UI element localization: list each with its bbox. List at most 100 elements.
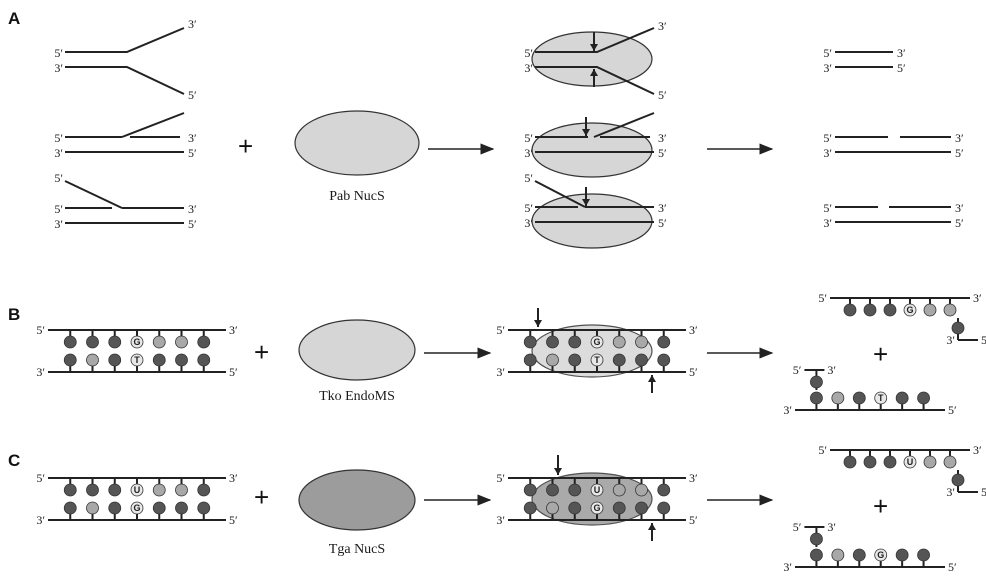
c-substrate-top-base-6: [197, 483, 211, 497]
c-substrate-top-base-2: [108, 483, 122, 497]
complex-fork-bottom: [535, 66, 655, 95]
c-complex-top-3: 3′: [689, 471, 698, 485]
complex-fork-5b: 5′: [658, 88, 667, 102]
b-complex-cut-top: [534, 308, 542, 327]
substrate-splayed-5a: 5′: [54, 131, 63, 145]
b-substrate-bottom-base-6: [197, 353, 211, 367]
panel-a-plus: +: [238, 131, 253, 161]
c-substrate-bottom-base-2: [108, 501, 122, 515]
product-fork-3b: 3′: [897, 46, 906, 60]
c-substrate-top-3: 3′: [229, 471, 238, 485]
substrate-fork-top-3: 3′: [188, 17, 197, 31]
b-complex-cut-bottom: [648, 375, 656, 393]
c-complex-bottom-base-5: [635, 501, 648, 515]
b-complex-top-base-4: [612, 335, 626, 349]
substrate-fork-bottom-5: 5′: [188, 88, 197, 102]
substrate-5flap-5a: 5′: [54, 202, 63, 216]
b-substrate-bottom-3: 3′: [36, 365, 45, 379]
c-products-upper-tail-5: 5′: [981, 485, 986, 499]
c-complex-top-base-4: [612, 483, 626, 497]
c-products-upper-tail-3: 3′: [946, 485, 955, 499]
b-complex-bottom-base-0: [523, 353, 537, 367]
b-complex-bottom-base-1: [546, 353, 559, 367]
b-substrate-top-base-5: [175, 335, 188, 349]
b-complex-top-base-2: [568, 335, 582, 349]
c-products-lower-base-5: [917, 548, 930, 562]
c-complex-bottom-base-2: [568, 501, 582, 515]
b-products-upper-tail-base: [951, 321, 965, 335]
substrate-fork-bottom-3: 3′: [54, 61, 63, 75]
b-substrate-bottom-base-3-letter: T: [134, 355, 140, 365]
b-complex-top-base-3-letter: G: [593, 337, 600, 347]
c-products-lower-5: 5′: [948, 560, 957, 574]
panel-b-products-plus: +: [873, 339, 888, 369]
c-complex-bottom-base-3: [590, 501, 604, 515]
panel-b-complex: 5′3′3′5′GT: [496, 308, 698, 393]
b-substrate-top-5: 5′: [36, 323, 45, 337]
c-products-upper-5: 5′: [818, 443, 827, 457]
panel-c-substrate: 5′3′3′5′UG: [36, 471, 238, 527]
panel-a-complexes: 5′3′3′5′5′3′3′5′5′5′3′3′5′: [524, 19, 667, 249]
complex-splayed-5a: 5′: [524, 131, 533, 145]
c-complex-top-base-0: [523, 483, 537, 497]
complex-splayed-enzyme: [531, 122, 653, 178]
c-substrate-top-base-3-letter: U: [134, 485, 141, 495]
c-complex-top-base-3-letter: U: [594, 485, 601, 495]
c-complex-enzyme: [531, 472, 653, 526]
product-5flap-3a: 3′: [823, 216, 832, 230]
panel-b: B 5′3′3′5′GT + Tko EndoMS 5′3′3′5′GT 5′3…: [8, 291, 986, 417]
complex-fork-3a: 3′: [524, 61, 533, 75]
b-products-lower-3: 3′: [783, 403, 792, 417]
b-products-lower-tail-base: [810, 375, 823, 389]
c-substrate-top-base-4: [152, 483, 166, 497]
c-products-upper-base-3: [903, 455, 917, 469]
c-products-upper-base-4: [923, 455, 937, 469]
panel-c-plus: +: [254, 482, 269, 512]
b-products-lower-tail-5: 5′: [793, 363, 802, 377]
c-substrate-top-5: 5′: [36, 471, 45, 485]
panel-c-label: C: [8, 451, 20, 470]
complex-5flap-cut-head: [582, 199, 590, 206]
b-complex-top-base-5: [635, 335, 648, 349]
b-products-upper-base-3-letter: G: [906, 305, 913, 315]
complex-splayed-3b: 3′: [658, 131, 667, 145]
c-complex-bottom-base-3-letter: G: [593, 503, 600, 513]
b-products-upper-base-2: [883, 303, 897, 317]
product-splayed-5b: 5′: [955, 146, 964, 160]
c-substrate-bottom-base-1: [86, 501, 99, 515]
complex-5flap-5a: 5′: [524, 201, 533, 215]
c-products-lower-tail-5: 5′: [793, 520, 802, 534]
complex-fork-top: [535, 27, 655, 53]
complex-fork-cut-top: [590, 32, 598, 51]
tko-endoms-enzyme: [298, 319, 416, 381]
product-splayed-3a: 3′: [823, 146, 832, 160]
product-5flap-3b: 3′: [955, 201, 964, 215]
c-complex-bottom-base-6: [657, 501, 671, 515]
tga-nucs-label: Tga NucS: [329, 542, 385, 557]
c-substrate-bottom-base-6: [197, 501, 211, 515]
b-substrate-top-3: 3′: [229, 323, 238, 337]
panel-a: A 5′3′3′5′5′3′3′5′5′5′3′3′5′ + Pab NucS …: [8, 9, 964, 249]
b-products-lower-base-0: [810, 391, 823, 405]
b-substrate-top-base-1: [86, 335, 99, 349]
c-complex-cut-top-head: [554, 468, 562, 475]
substrate-5flap-5b: 5′: [188, 217, 197, 231]
c-complex-top-base-1: [546, 483, 559, 497]
c-complex-bottom-base-4: [612, 501, 626, 515]
b-complex-bottom-base-4: [612, 353, 626, 367]
product-5flap-5a: 5′: [823, 201, 832, 215]
complex-splayed-5b: 5′: [658, 146, 667, 160]
product-fork-3a: 3′: [823, 61, 832, 75]
product-fork-5a: 5′: [823, 46, 832, 60]
complex-5flap-cut: [582, 187, 590, 206]
c-products-upper-base-5: [943, 455, 957, 469]
c-complex-bottom-3: 3′: [496, 513, 505, 527]
product-fork-5b: 5′: [897, 61, 906, 75]
b-complex-top-3: 3′: [689, 323, 698, 337]
b-substrate-bottom-base-1: [86, 353, 99, 367]
c-complex-top-5: 5′: [496, 471, 505, 485]
c-products-upper-base-0: [843, 455, 857, 469]
complex-5flap-5b: 5′: [658, 216, 667, 230]
pab-nucs-enzyme: [294, 110, 420, 176]
b-substrate-top-base-6: [197, 335, 211, 349]
